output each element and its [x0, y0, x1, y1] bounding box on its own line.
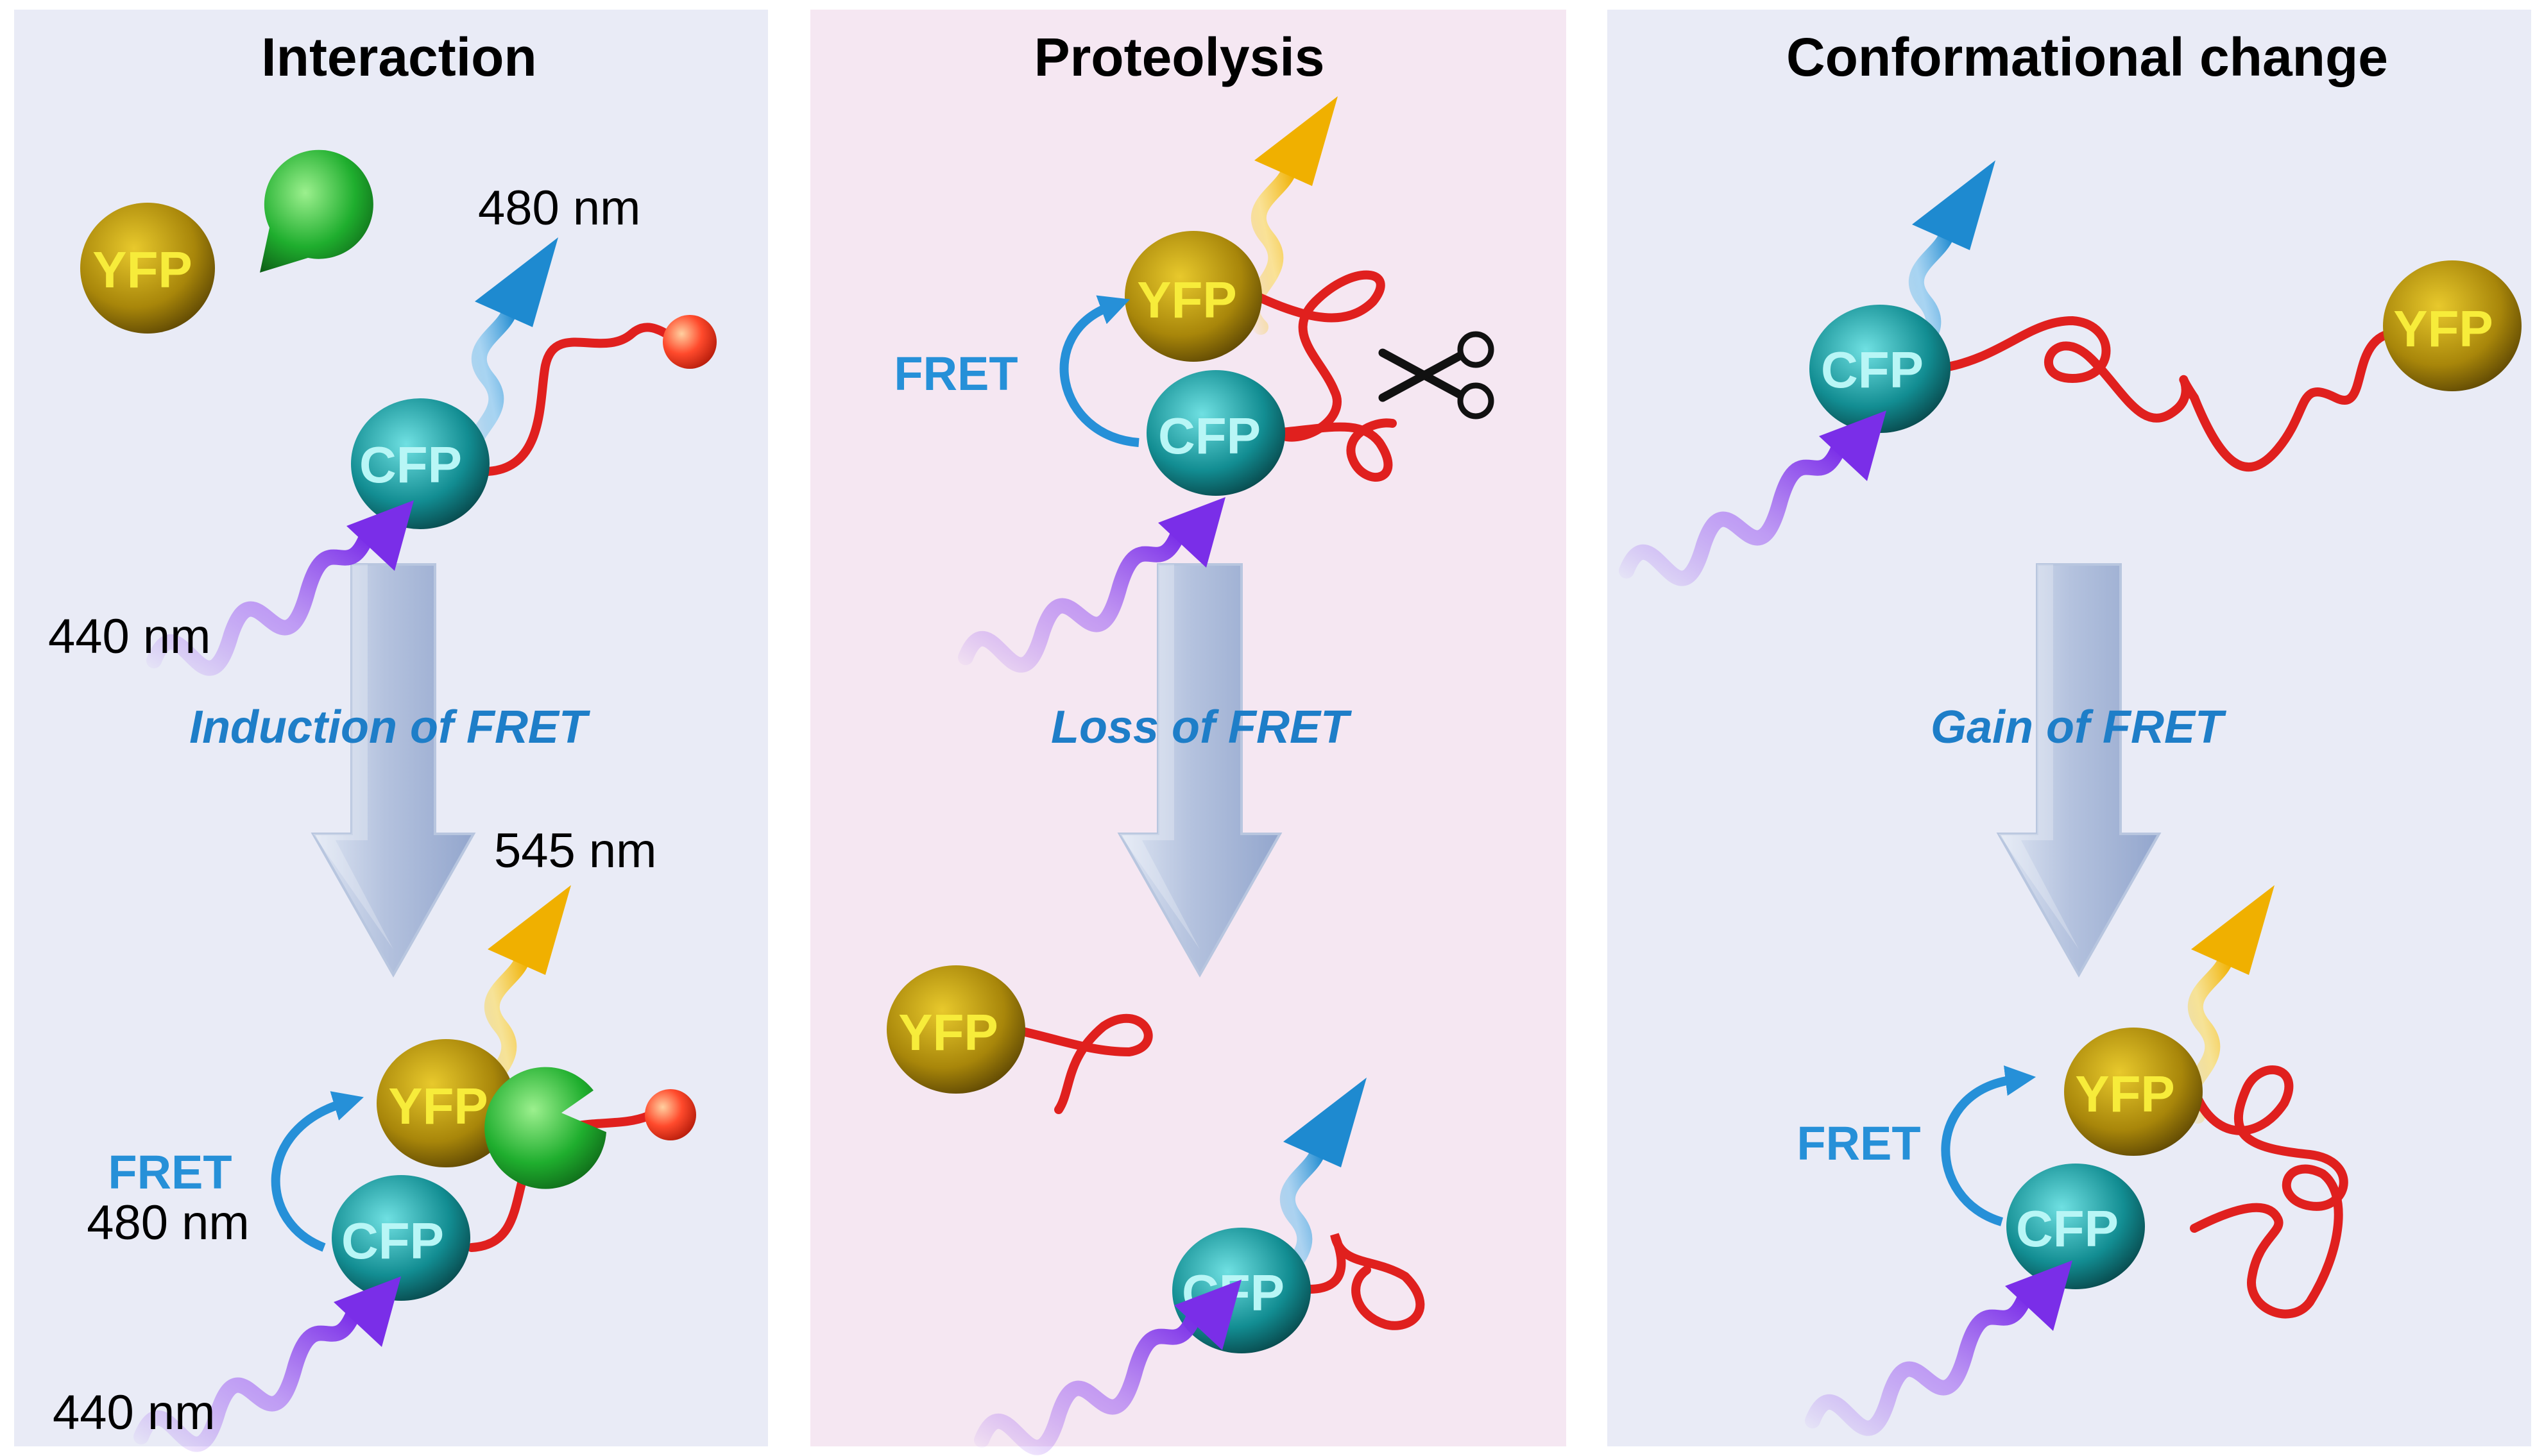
scissors-icon [1378, 331, 1494, 419]
process-label-proteolysis: Loss of FRET [1051, 702, 1353, 753]
cfp-protein: CFP [332, 1175, 470, 1301]
linker-peptide [1304, 1233, 1425, 1330]
cfp-protein: CFP [2006, 1164, 2145, 1289]
cfp-protein: CFP [1172, 1228, 1311, 1353]
yfp-protein: YFP [1125, 231, 1262, 362]
excitation-wavelength-label: 440 nm [53, 1385, 216, 1440]
cfp-label: CFP [1821, 341, 1924, 398]
linker-peptide [1269, 418, 1397, 482]
cfp-protein: CFP [1809, 305, 1951, 433]
fret-transfer-arrow-icon [1941, 1065, 2036, 1226]
cfp-label: CFP [2016, 1200, 2119, 1257]
linker-peptide [1250, 270, 1385, 442]
ligand-ball [663, 315, 717, 369]
panel-title-interaction: Interaction [261, 27, 536, 87]
yfp-label: YFP [2393, 300, 2493, 357]
linker-peptide [2190, 1065, 2348, 1319]
panel-title-proteolysis: Proteolysis [1034, 27, 1325, 87]
binder-pacman-icon [260, 149, 373, 273]
emission-wavelength-label: 545 nm [494, 824, 657, 878]
yfp-protein: YFP [887, 965, 1025, 1094]
fret-transfer-arrow-icon [271, 1091, 364, 1252]
yfp-label: YFP [898, 1004, 998, 1061]
fret-transfer-arrow-icon [1059, 295, 1140, 447]
cfp-protein: CFP [1147, 370, 1285, 496]
linker-peptide [1009, 1013, 1153, 1114]
linker-peptide [1933, 316, 2475, 472]
fret-label: FRET [894, 347, 1018, 400]
linker-peptide [483, 323, 697, 476]
yfp-label: YFP [1137, 271, 1237, 328]
fret-wavelength-label: 480 nm [87, 1196, 250, 1250]
cfp-label: CFP [341, 1212, 444, 1269]
yfp-label: YFP [388, 1078, 488, 1135]
yfp-protein: YFP [377, 1039, 515, 1167]
ligand-ball [645, 1089, 696, 1140]
yfp-protein: YFP [2064, 1028, 2203, 1156]
yfp-label: YFP [2075, 1065, 2175, 1122]
fret-label: FRET [108, 1146, 232, 1199]
cfp-label: CFP [359, 436, 462, 493]
binder-pacman-icon [484, 1067, 606, 1189]
process-label-interaction: Induction of FRET [189, 702, 591, 753]
cfp-protein: CFP [351, 398, 490, 529]
emission-wavelength-label: 480 nm [478, 181, 641, 235]
cfp-label: CFP [1158, 407, 1261, 464]
fret-label: FRET [1797, 1117, 1920, 1170]
yfp-protein: YFP [2383, 260, 2522, 391]
yfp-label: YFP [92, 241, 192, 298]
yfp-fused-binder: YFP [80, 203, 215, 334]
process-label-conformational: Gain of FRET [1931, 702, 2227, 753]
excitation-wavelength-label: 440 nm [48, 609, 211, 664]
panel-title-conformational: Conformational change [1786, 27, 2388, 87]
